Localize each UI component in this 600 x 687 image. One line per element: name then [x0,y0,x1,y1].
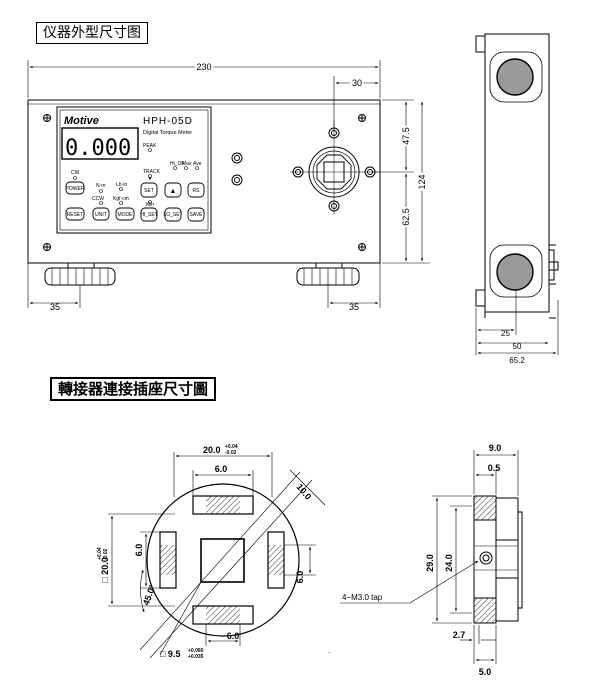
brand-logo: Motive [64,115,99,127]
dim-foot-left: 35 [50,302,60,312]
conn-dim-left-square-tol-upper: +0.04 [97,547,103,560]
front-dimension-lines [27,60,430,308]
up-button[interactable] [164,182,182,198]
conn-dim-slot-top: 6.0 [215,464,228,474]
save-button[interactable] [187,207,205,222]
kgf-cm-label: Kgf·cm [113,196,129,202]
connector-drawing-title: 轉接器連接插座尺寸圖 [50,377,217,401]
side-dimension-lines [475,290,559,355]
ccw-label: CCW [92,196,104,202]
unit-button-label: UNIT [95,212,107,218]
power-button-label: POWER [66,186,85,192]
lo-set-button[interactable] [164,207,182,222]
ave-label: Ave [193,161,202,167]
outline-drawing-title: 仪器外型尺寸图 [36,22,148,44]
hi-ok-label: Hi_OK [170,161,185,167]
set-button-label: SET [144,188,154,194]
conn-side-dim-lip: 0.5 [488,463,501,473]
control-panel [56,106,212,234]
up-arrow-icon: ▲ [170,188,177,195]
slot [159,495,285,625]
model-name: HPH-05D [143,116,193,127]
conn-dim-left-slot: 6.0 [134,544,144,557]
lcd-display [61,127,139,160]
conn-dim-left-square: □ 20.0 [100,557,110,582]
inner-square [200,538,245,583]
lo-set-button-label: LO_SET [163,212,182,218]
conn-side-dim-gap: 2.7 [453,630,466,640]
hi-set-button-label: HI_SET [140,212,158,218]
side-view [475,33,559,319]
panel-screw-icon [231,152,243,186]
indicator-led-icon [73,148,199,205]
conn-side-dim-bottom: 5.0 [479,667,492,677]
power-button[interactable] [65,181,85,195]
dim-width: 230 [196,62,211,72]
lb-in-label: Lb·in [116,182,127,188]
reset-button-label: RESET [67,212,84,218]
unit-button[interactable] [92,207,110,221]
max-label: Max [182,161,192,167]
side-housing [484,33,550,313]
dot-mark: . [328,646,330,655]
set-button[interactable] [140,182,158,198]
display-readout: 0.000 [65,136,131,161]
conn-dim-right-slot: 6.0 [295,571,305,584]
side-dim-c: 65.2 [509,356,525,365]
n-m-label: N·m [96,183,105,189]
sensor-connector [290,120,378,214]
conn-dim-diag: 10.0 [294,482,313,502]
min-label: Min [146,202,154,208]
track-label: TRACK [143,169,161,175]
conn-dim-inner-square-tol-lower: +0.035 [188,654,204,660]
rs-button-label: RS [193,188,201,194]
corner-screw-icon [43,114,366,251]
side-dim-b: 50 [513,342,522,351]
dim-upper: 47.5 [401,127,411,145]
side-dim-a: 25 [501,329,510,338]
dim-offset-right: 30 [352,78,362,88]
connector-side-dimension-lines [340,450,519,664]
conn-dim-top-width: 20.0 [203,445,221,455]
dim-lower: 62.5 [401,208,411,226]
conn-dim-top-width-tol-lower: -0.02 [225,450,237,456]
hi-set-button[interactable] [140,207,158,222]
conn-dim-bottom-slot: 6.0 [227,631,240,641]
conn-dim-top-width-tol-upper: +0.04 [225,444,238,450]
conn-dim-inner-square: □ 9.5 [160,649,180,659]
peak-label: PEAK [143,143,157,149]
cw-label: CW [71,170,80,176]
conn-side-dim-outer: 29.0 [425,554,435,572]
mode-button-label: MODE [118,212,134,218]
connector-front-view [139,469,326,659]
connector-side-view [473,495,523,624]
rs-button[interactable] [187,182,205,198]
conn-dim-left-square-tol-lower: -0.02 [103,548,109,560]
tap-label: 4−M3.0 tap [342,593,383,602]
model-subtitle: Digital Torque Meter [143,130,192,136]
conn-side-dim-top: 9.0 [489,443,502,453]
conn-dim-inner-square-tol-upper: +0.060 [188,648,204,654]
reset-button[interactable] [65,207,85,221]
front-housing [27,99,381,264]
dim-height: 124 [417,174,427,189]
mode-button[interactable] [115,207,135,221]
rubber-feet [44,262,360,286]
dim-foot-right: 35 [349,302,359,312]
front-view [27,99,381,286]
connector-dimension-lines [108,452,316,656]
save-button-label: SAVE [190,212,204,218]
down-arrow-icon: ▼ [148,176,153,182]
side-knob [496,58,534,291]
conn-side-dim-inner: 24.0 [444,554,454,572]
tap-hole [479,551,493,565]
